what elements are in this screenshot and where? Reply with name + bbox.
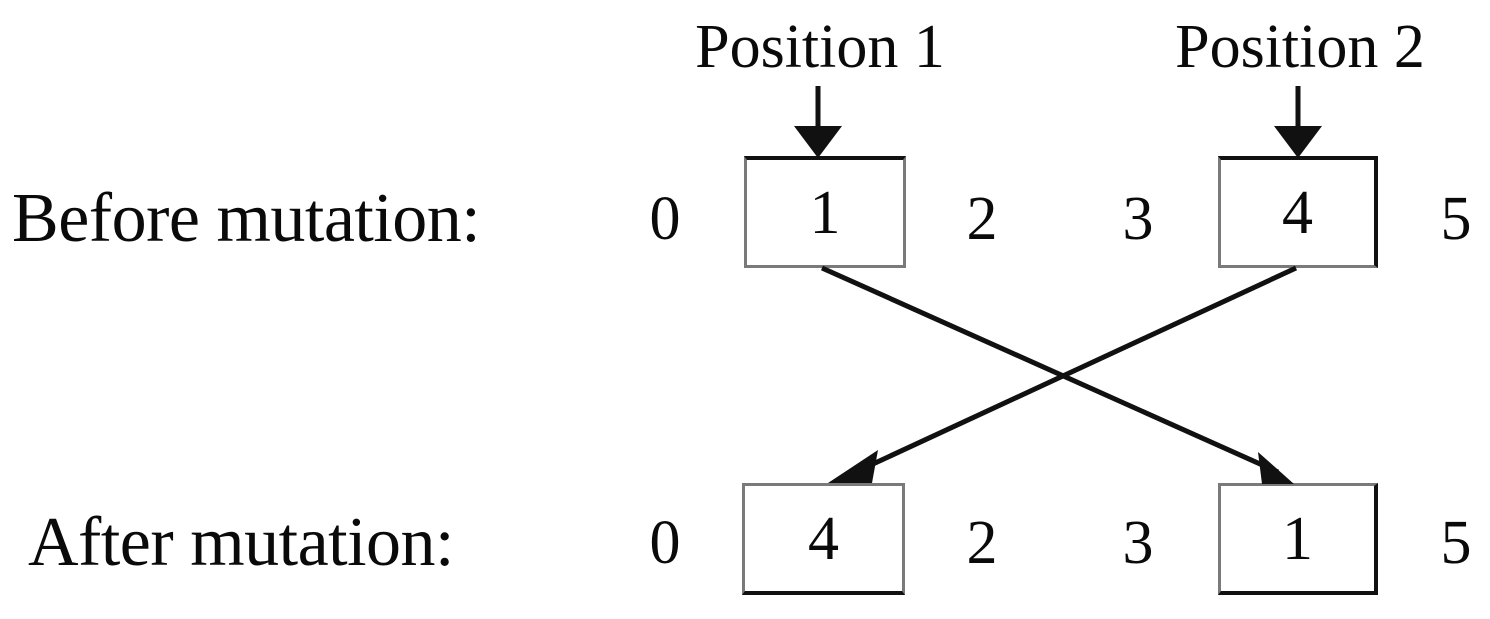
before-cell-1-box[interactable]: 1 — [744, 156, 906, 268]
before-cell-1-value: 1 — [809, 178, 841, 247]
after-mutation-label: After mutation: — [28, 504, 455, 581]
position-2-pointer-arrow — [1274, 86, 1322, 158]
before-cell-4-value: 4 — [1282, 178, 1313, 247]
before-cell-5: 5 — [1440, 185, 1472, 253]
after-cell-3: 3 — [1122, 509, 1154, 577]
position-2-label: Position 2 — [1175, 13, 1425, 81]
after-cell-1-box[interactable]: 4 — [742, 483, 905, 595]
after-cell-2: 2 — [966, 509, 998, 577]
swap-arrow-1-to-2 — [820, 265, 1294, 484]
before-cell-4-box[interactable]: 4 — [1218, 156, 1378, 268]
after-cell-0: 0 — [649, 509, 681, 577]
before-cell-0: 0 — [649, 185, 681, 253]
after-cell-4-box[interactable]: 1 — [1218, 483, 1378, 595]
after-cell-5: 5 — [1440, 509, 1472, 577]
before-cell-3: 3 — [1122, 185, 1154, 253]
position-1-pointer-arrow — [794, 86, 842, 158]
after-cell-4-value: 1 — [1282, 504, 1313, 573]
before-cell-2: 2 — [966, 185, 998, 253]
before-mutation-label: Before mutation: — [12, 180, 481, 257]
position-1-label: Position 1 — [695, 13, 945, 81]
swap-arrow-2-to-1 — [828, 265, 1298, 483]
after-cell-1-value: 4 — [808, 504, 839, 573]
